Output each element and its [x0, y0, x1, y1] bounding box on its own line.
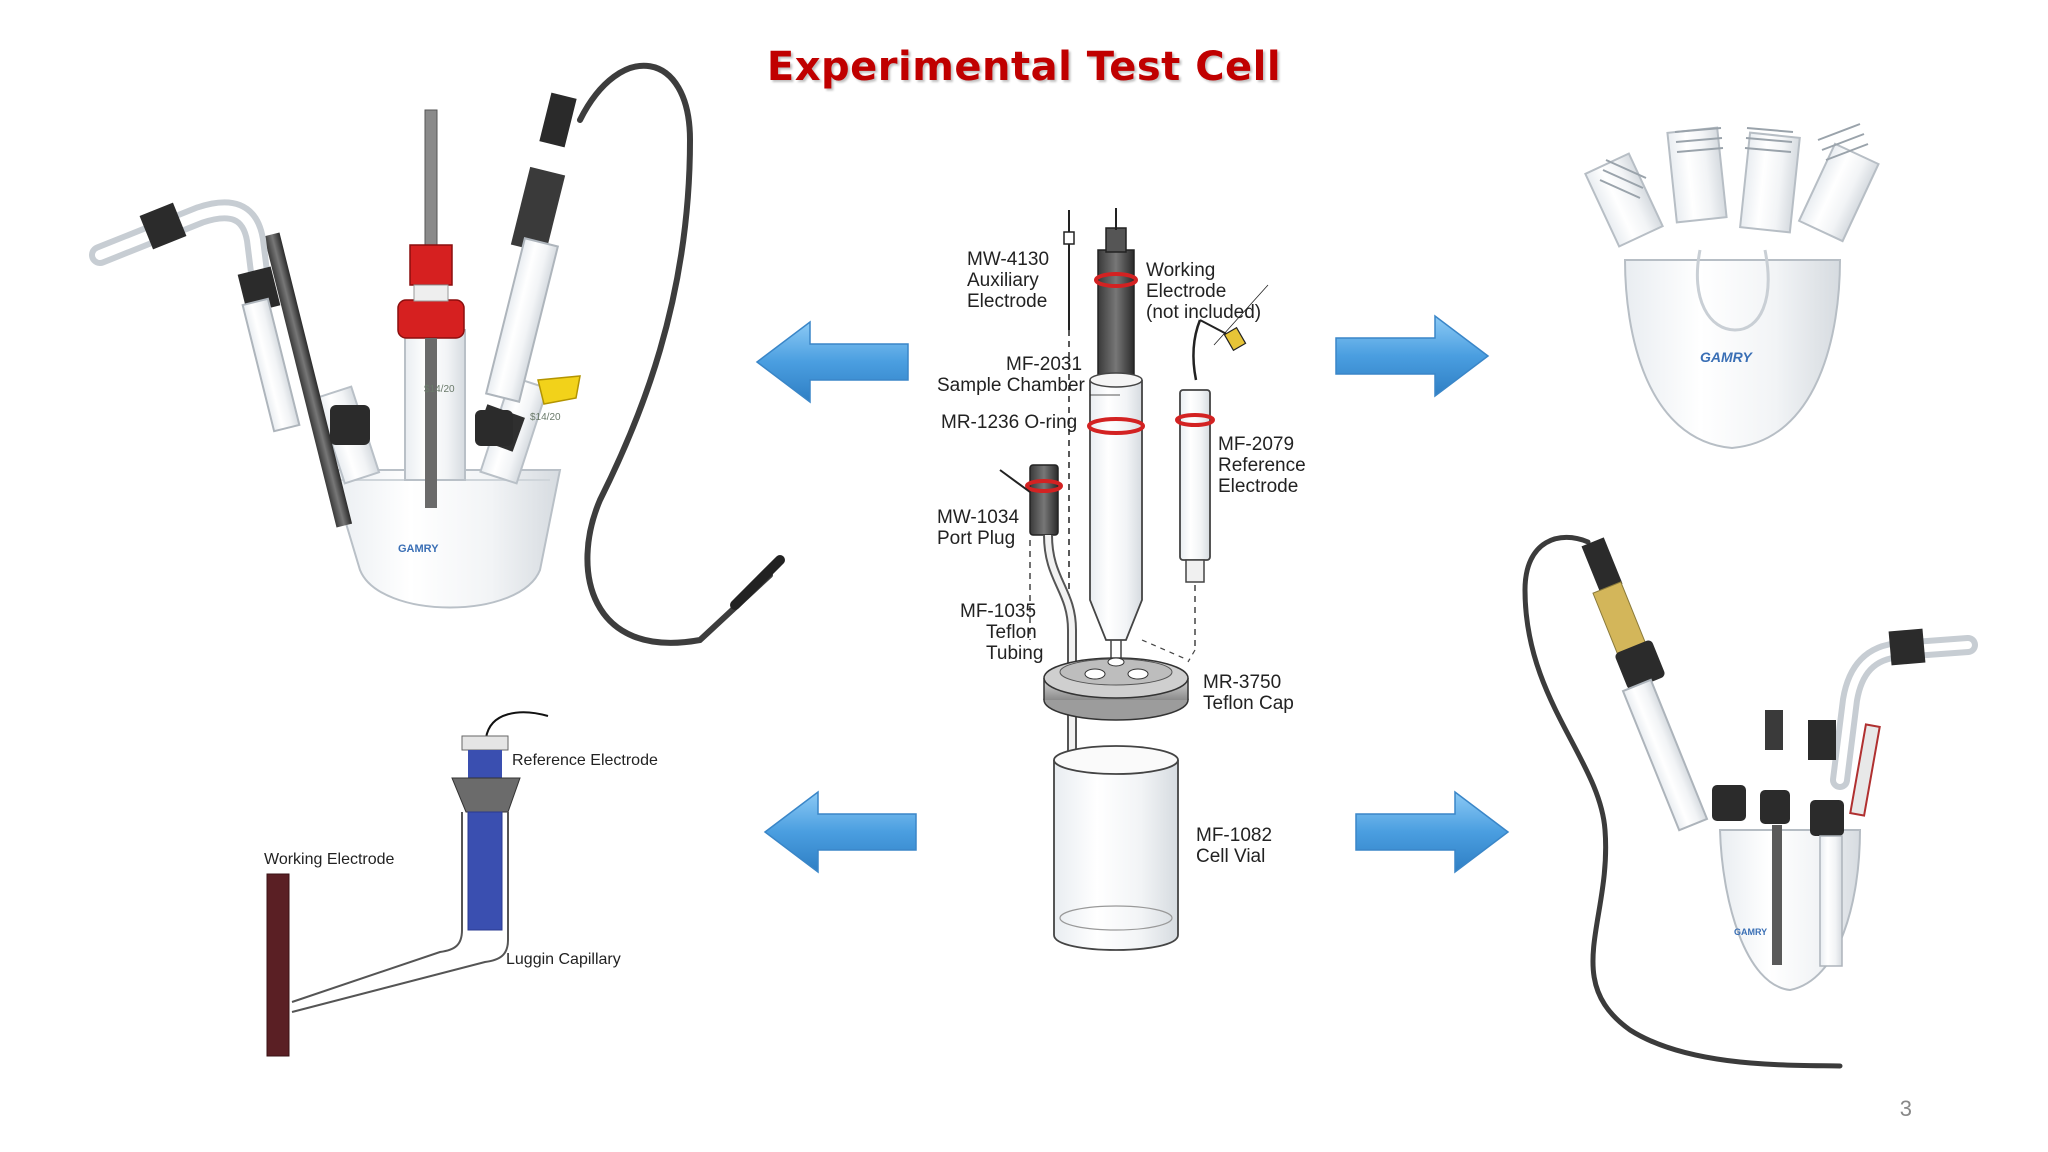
logo-bottom-right: GAMRY — [1734, 927, 1767, 937]
aux-electrode-line1: Auxiliary — [967, 270, 1039, 291]
tubing-line2: Tubing — [986, 643, 1043, 664]
arrow-right-bottom — [1355, 790, 1510, 874]
working-electrode-line2: Electrode — [1146, 281, 1226, 302]
center-exploded-diagram: MW-4130 Auxiliary Electrode Working Elec… — [937, 208, 1306, 951]
aux-electrode-line2: Electrode — [967, 291, 1047, 312]
port-plug-code: MW-1034 — [937, 507, 1019, 528]
luggin-schematic: Reference Electrode Working Electrode Lu… — [264, 711, 658, 1057]
cell-vial-name: Cell Vial — [1196, 846, 1265, 867]
arrow-left-top — [755, 320, 909, 404]
slide-title: Experimental Test Cell — [766, 44, 1282, 90]
port-plug-name: Port Plug — [937, 528, 1015, 549]
tubing-code: MF-1035 — [960, 601, 1036, 622]
logo-top-right: GAMRY — [1700, 349, 1754, 365]
photo-empty-flask: GAMRY — [1584, 123, 1880, 450]
aux-electrode-code: MW-4130 — [967, 249, 1049, 270]
teflon-cap-code: MR-3750 — [1203, 672, 1281, 693]
logo-top-left: GAMRY — [398, 543, 439, 555]
reference-electrode-line2: Electrode — [1218, 476, 1298, 497]
oring-label: MR-1236 O-ring — [941, 412, 1077, 433]
reference-electrode-line1: Reference — [1218, 455, 1306, 476]
tubing-line1: Teflon — [986, 622, 1037, 643]
teflon-cap-name: Teflon Cap — [1203, 693, 1294, 714]
page-number: 3 — [1899, 1096, 1912, 1121]
sample-chamber-code: MF-2031 — [1006, 354, 1082, 375]
label-luggin-capillary: Luggin Capillary — [506, 951, 621, 968]
sample-chamber-name: Sample Chamber — [937, 375, 1086, 396]
reference-electrode-code: MF-2079 — [1218, 434, 1294, 455]
label-working-electrode: Working Electrode — [264, 851, 395, 868]
joint-mark-2: $14/20 — [530, 412, 561, 423]
cell-vial-code: MF-1082 — [1196, 825, 1272, 846]
arrow-right-top — [1335, 314, 1490, 398]
arrow-left-bottom — [763, 790, 917, 874]
photo-assembled-cell-angled: GAMRY — [1522, 534, 1978, 1069]
working-electrode-line3: (not included) — [1146, 302, 1261, 323]
photo-assembled-cell: $14/20 $14/20 GAMRY — [89, 62, 785, 646]
label-reference-electrode: Reference Electrode — [512, 752, 658, 769]
working-electrode-line1: Working — [1146, 260, 1215, 281]
joint-mark-1: $14/20 — [424, 384, 455, 395]
